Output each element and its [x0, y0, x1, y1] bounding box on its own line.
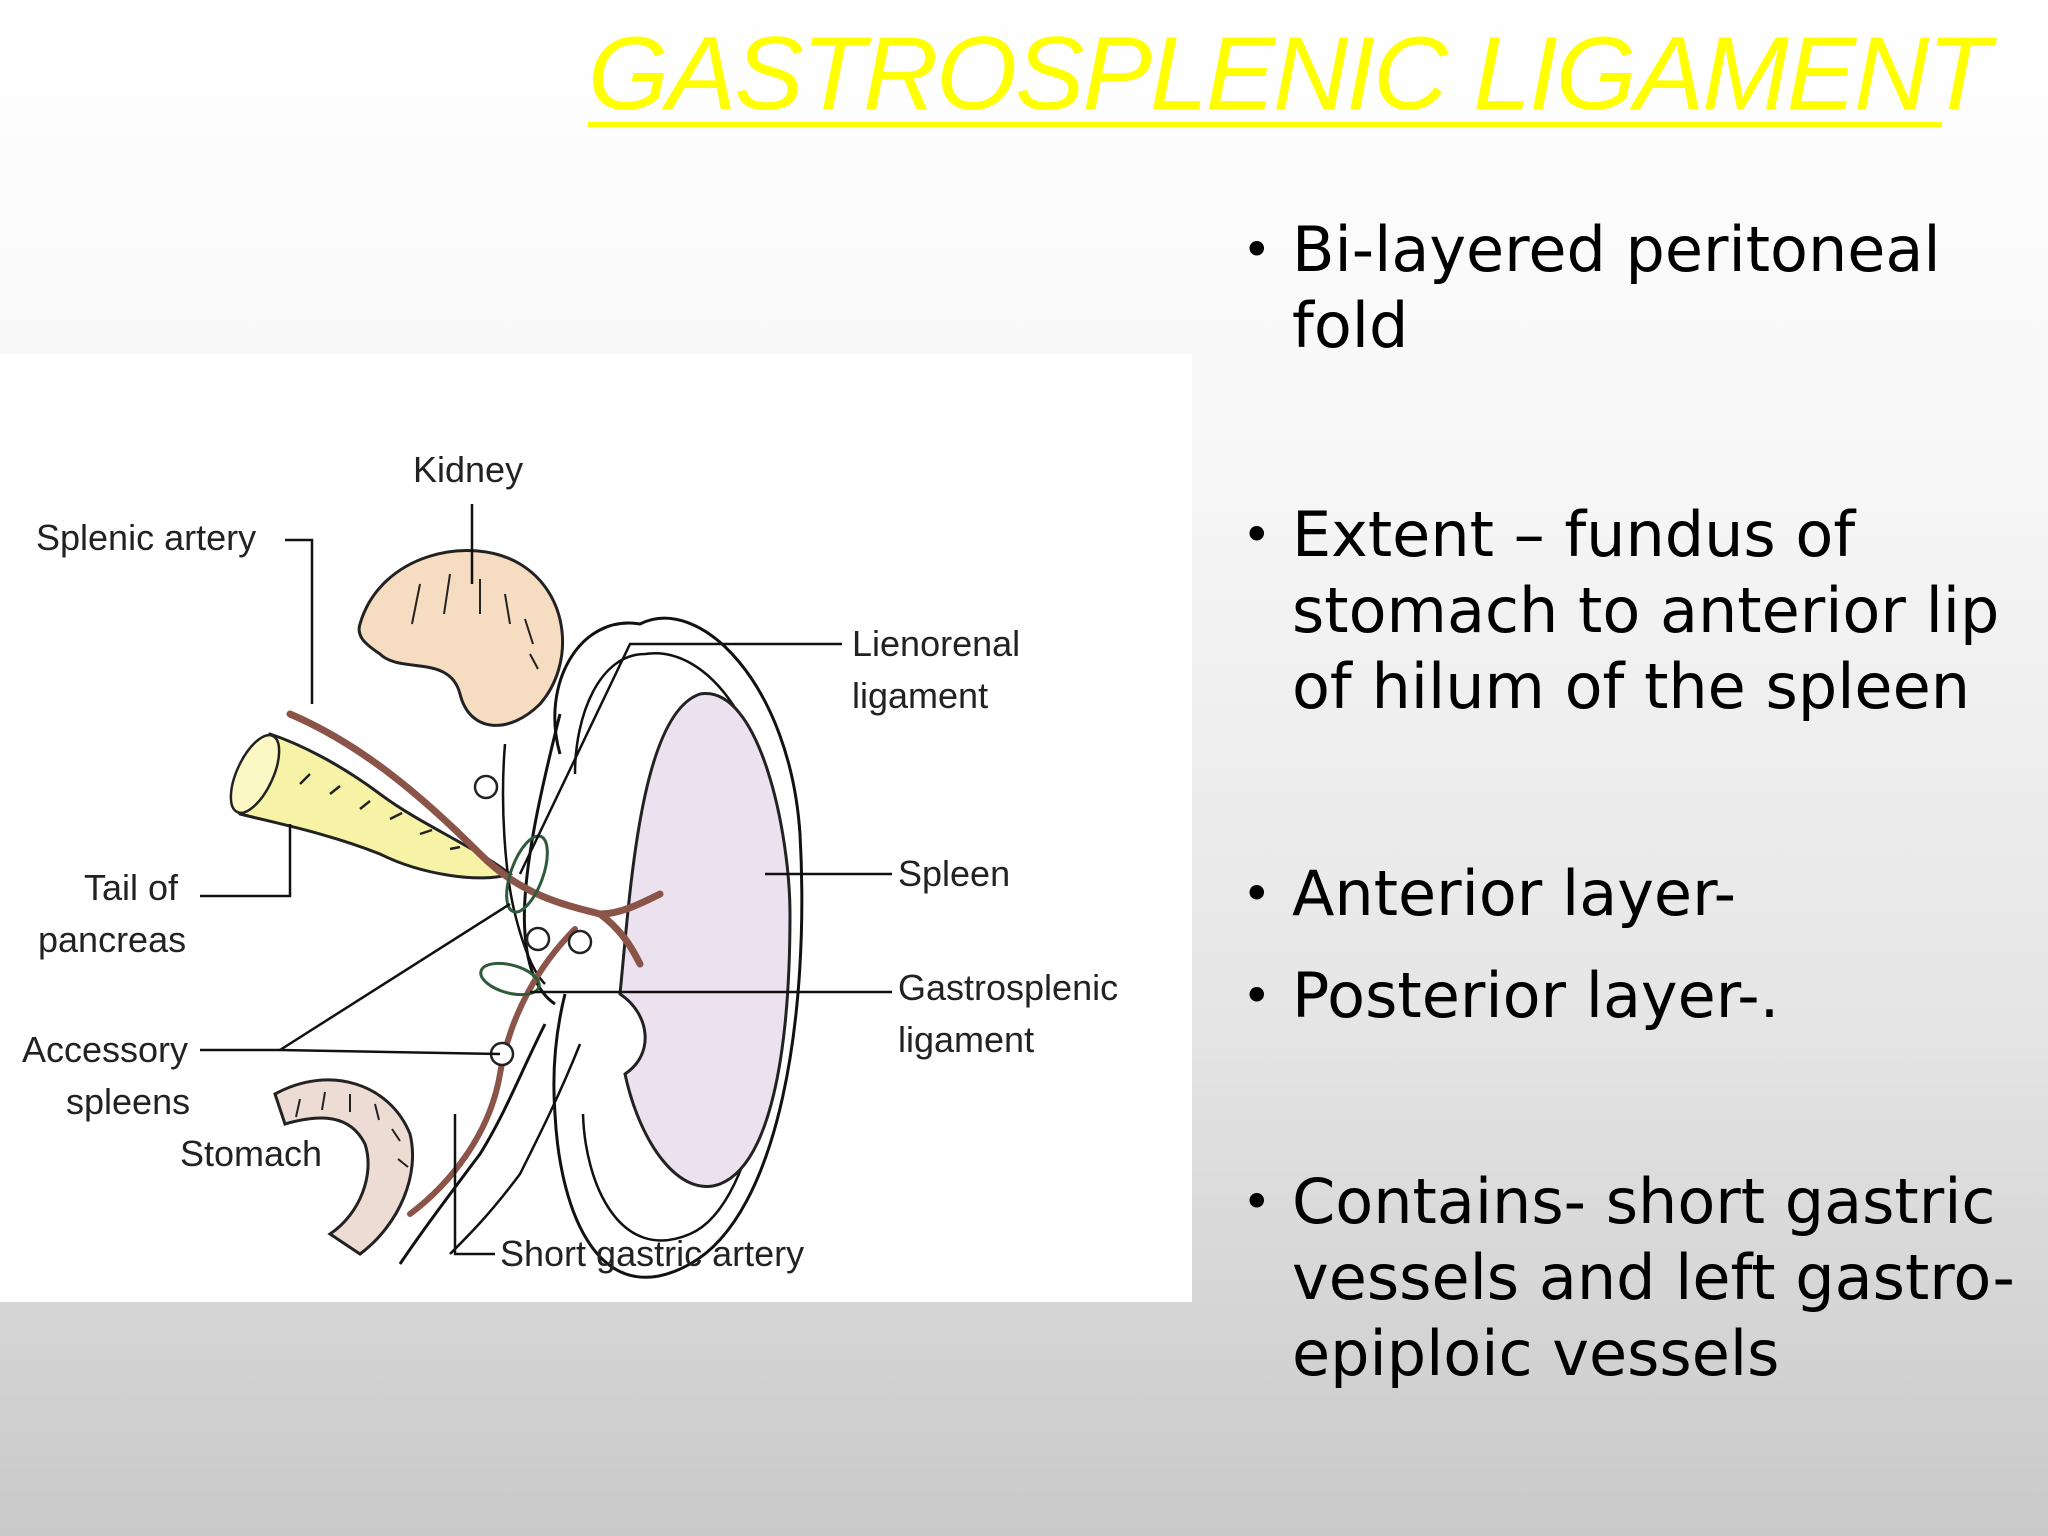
gastrosplenic-fold-inner — [449, 1043, 582, 1255]
leader-accessory-2 — [279, 902, 511, 1052]
title-underline — [588, 122, 1942, 127]
pancreas-cut-end — [229, 733, 281, 815]
bullet-dot: • — [1242, 506, 1272, 564]
label-tail-2: pancreas — [38, 919, 186, 960]
label-kidney: Kidney — [413, 449, 523, 490]
slide-title: GASTROSPLENIC LIGAMENT — [588, 16, 1991, 132]
leader-accessory-1 — [200, 1048, 501, 1056]
label-accessory-1: Accessory — [22, 1029, 188, 1070]
leader-short-gastric — [453, 1114, 495, 1256]
label-tail-1: Tail of — [84, 867, 179, 908]
label-accessory-2: spleens — [66, 1081, 190, 1122]
bullet-dot: • — [1242, 967, 1272, 1025]
pancreas-ducts — [299, 773, 461, 851]
stomach-shape — [273, 1078, 415, 1256]
bullet-dot: • — [1242, 1173, 1272, 1231]
gastrosplenic-fold — [398, 1023, 547, 1265]
gastrosplenic-loop — [479, 961, 541, 997]
label-lienorenal-1: Lienorenal — [852, 623, 1020, 664]
stomach-rugae — [295, 1091, 409, 1168]
label-gastrosplenic-1: Gastrosplenic — [898, 967, 1118, 1008]
label-lienorenal-2: ligament — [852, 675, 988, 716]
label-splenic-artery: Splenic artery — [36, 517, 256, 558]
label-spleen: Spleen — [898, 853, 1010, 894]
bullet-item: • Bi-layered peritoneal fold — [1240, 212, 2020, 364]
bullet-item: • Anterior layer- — [1240, 856, 2020, 932]
anatomy-diagram-svg: Kidney Splenic artery Lienorenal ligamen… — [22, 449, 1118, 1279]
leader-splenic-artery — [285, 538, 314, 704]
splenic-artery — [286, 710, 664, 968]
bullet-item: • Contains- short gastric vessels and le… — [1240, 1164, 2020, 1392]
bullet-text: Contains- short gastric vessels and left… — [1292, 1165, 2015, 1390]
bullet-item: • Posterior layer-. — [1240, 958, 2020, 1034]
label-short-gastric: Short gastric artery — [500, 1233, 804, 1274]
short-gastric-artery — [407, 926, 578, 1217]
bullet-text: Anterior layer- — [1292, 857, 1736, 930]
lienorenal-fold-inner — [501, 743, 546, 985]
accessory-spleen — [473, 774, 499, 800]
leader-tail-pancreas — [200, 824, 292, 898]
bullet-dot: • — [1242, 865, 1272, 923]
bullet-text: Posterior layer-. — [1292, 959, 1780, 1032]
accessory-spleen — [525, 926, 551, 952]
peritoneum-outline — [552, 616, 804, 1279]
accessory-spleen — [567, 929, 593, 955]
kidney-calyces — [411, 573, 539, 670]
bullet-text: Bi-layered peritoneal fold — [1292, 213, 1941, 362]
lienorenal-loop — [505, 834, 549, 914]
anatomy-diagram: Kidney Splenic artery Lienorenal ligamen… — [0, 354, 1192, 1302]
bullet-dot: • — [1242, 221, 1272, 279]
leader-lienorenal — [518, 642, 842, 875]
spleen-shape — [618, 692, 792, 1188]
label-gastrosplenic-2: ligament — [898, 1019, 1034, 1060]
bullet-item: • Extent – fundus of stomach to anterior… — [1240, 497, 2020, 725]
bullet-text: Extent – fundus of stomach to anterior l… — [1292, 498, 2000, 723]
label-stomach: Stomach — [180, 1133, 322, 1174]
